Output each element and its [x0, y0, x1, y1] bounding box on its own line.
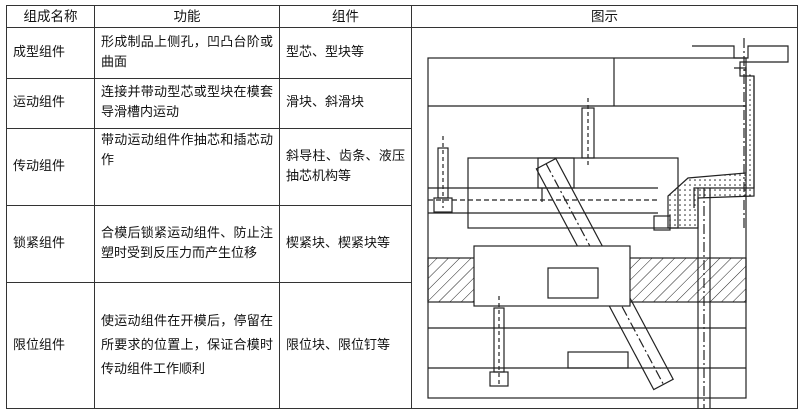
table-row: 成型组件 形成制品上侧孔，凹凸台阶或曲面 型芯、型块等 [6, 27, 798, 409]
row-function-text: 形成制品上侧孔，凹凸台阶或曲面 [101, 34, 273, 70]
figure-cell [411, 27, 798, 409]
row-name: 传动组件 [6, 128, 95, 207]
table-header-row: 组成名称 功能 组件 图示 [6, 5, 798, 28]
table-row: 限位组件 使运动组件在开模后，停留在所要求的位置上，保证合模时传动组件工作顺利 … [6, 282, 798, 409]
row-components-text: 楔紧块、楔紧块等 [286, 236, 391, 252]
header-figure: 图示 [411, 5, 798, 28]
row-function: 连接并带动型芯或型块在模套导滑槽内运动 [94, 77, 280, 130]
row-function-text: 使运动组件在开模后，停留在所要求的位置上，保证合模时传动组件工作顺利 [101, 313, 273, 377]
row-function: 带动运动组件作抽芯和插芯动作 [94, 128, 280, 207]
row-function: 合模后锁紧运动组件、防止注塑时受到反压力而产生位移 [94, 205, 280, 284]
row-function-text: 合模后锁紧运动组件、防止注塑时受到反压力而产生位移 [101, 226, 273, 262]
row-function-text: 连接并带动型芯或型块在模套导滑槽内运动 [101, 85, 273, 121]
table-row: 传动组件 带动运动组件作抽芯和插芯动作 斜导柱、齿条、液压抽芯机构等 [6, 128, 798, 207]
row-components: 限位块、限位钉等 [279, 282, 412, 409]
row-components: 楔紧块、楔紧块等 [279, 205, 412, 284]
mechanism-table: 组成名称 功能 组件 图示 成型组件 形成制品上侧孔，凹凸台阶或曲面 型芯、型块… [6, 5, 798, 409]
row-components: 斜导柱、齿条、液压抽芯机构等 [279, 128, 412, 207]
row-components-text: 型芯、型块等 [286, 44, 365, 60]
header-function: 功能 [94, 5, 280, 28]
slide-core-mechanism-drawing [427, 38, 789, 408]
row-components: 型芯、型块等 [279, 27, 412, 79]
header-name: 组成名称 [6, 5, 95, 28]
row-function: 使运动组件在开模后，停留在所要求的位置上，保证合模时传动组件工作顺利 [94, 282, 280, 409]
row-components-text: 滑块、斜滑块 [286, 95, 365, 111]
header-components: 组件 [279, 5, 412, 28]
table-row: 锁紧组件 合模后锁紧运动组件、防止注塑时受到反压力而产生位移 楔紧块、楔紧块等 [6, 205, 798, 284]
row-function: 形成制品上侧孔，凹凸台阶或曲面 [94, 27, 280, 79]
table-row: 运动组件 连接并带动型芯或型块在模套导滑槽内运动 滑块、斜滑块 [6, 77, 798, 130]
row-components-text: 斜导柱、齿条、液压抽芯机构等 [286, 149, 405, 185]
row-name: 锁紧组件 [6, 205, 95, 284]
row-function-text: 带动运动组件作抽芯和插芯动作 [101, 133, 273, 169]
row-components-text: 限位块、限位钉等 [286, 337, 391, 353]
row-components: 滑块、斜滑块 [279, 77, 412, 130]
row-name: 限位组件 [6, 282, 95, 409]
row-name: 运动组件 [6, 77, 95, 130]
row-name: 成型组件 [6, 27, 95, 79]
